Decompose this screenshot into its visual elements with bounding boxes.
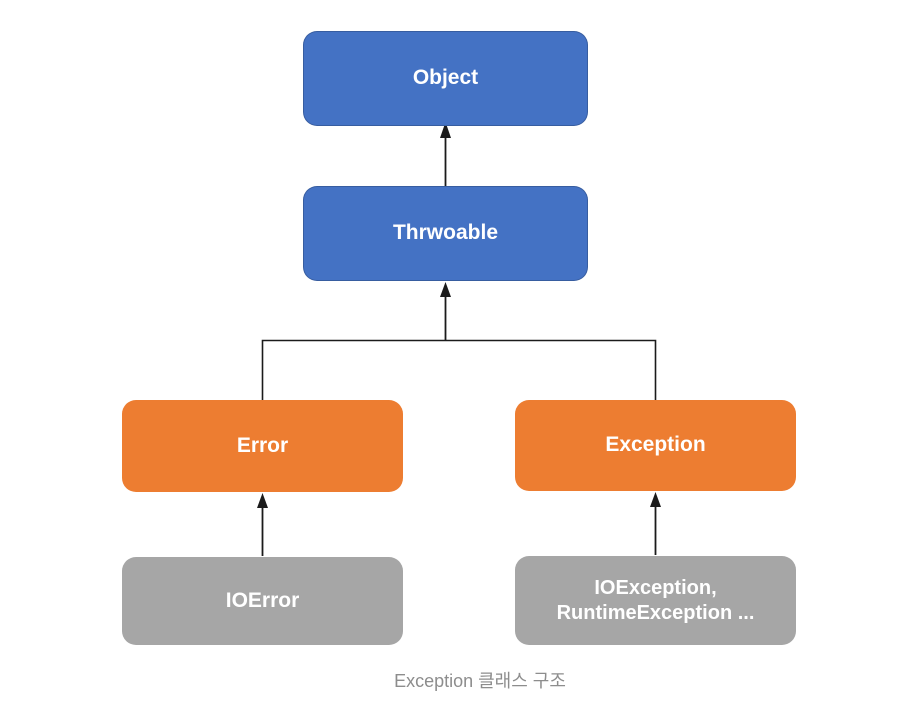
diagram-caption: Exception 클래스 구조 <box>394 671 566 691</box>
edge-leafgroup-exception <box>650 492 661 555</box>
class-node-object: Object <box>303 31 588 126</box>
class-node-label: IOError <box>225 588 300 612</box>
class-node-ioerror: IOError <box>122 557 403 645</box>
class-node-throwable: Thrwoable <box>303 186 588 281</box>
edge-ioerror-error <box>257 493 268 556</box>
class-node-ioexception-group: IOException, RuntimeException ... <box>515 556 796 645</box>
class-node-label: Exception <box>605 433 706 457</box>
class-node-label: Thrwoable <box>392 221 498 245</box>
arrow-up-icon <box>650 492 661 507</box>
class-node-label: IOException, RuntimeException ... <box>556 576 755 624</box>
class-node-exception: Exception <box>515 400 796 491</box>
class-node-error: Error <box>122 400 403 492</box>
edge-throwable-object <box>440 122 451 187</box>
arrow-up-icon <box>257 493 268 508</box>
edge-branch-throwable <box>261 282 657 400</box>
class-node-label: Object <box>412 66 479 90</box>
class-node-label: Error <box>236 433 289 457</box>
arrow-up-icon <box>440 282 451 297</box>
